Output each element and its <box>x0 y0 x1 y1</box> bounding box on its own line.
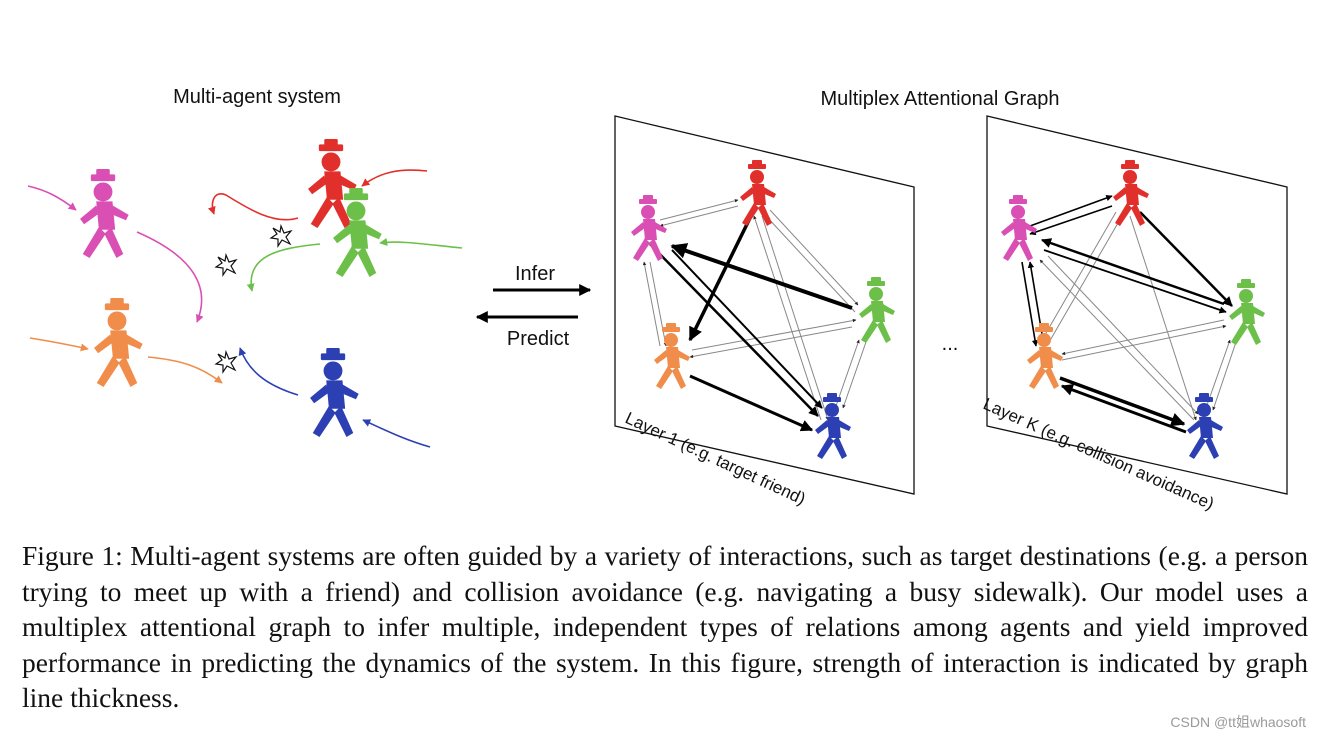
figure-caption: Figure 1: Multi-agent systems are often … <box>22 540 1308 713</box>
trajectory-red-in <box>361 169 428 187</box>
collision-burst-icon <box>270 225 292 247</box>
trajectory-magenta-out <box>136 231 204 323</box>
infer-label: Infer <box>515 263 555 285</box>
collision-burst-icon <box>215 254 237 276</box>
trajectory-blue-out <box>238 347 299 396</box>
trajectory-magenta-in <box>27 185 77 211</box>
trajectory-green-in <box>379 237 463 249</box>
agent-magenta-icon <box>80 168 129 259</box>
left-panel-title: Multi-agent system <box>173 86 341 108</box>
collision-burst-icon <box>215 351 237 373</box>
figure-diagram: Multi-agent system Infer Predict Multipl… <box>27 86 1288 514</box>
trajectory-orange-in <box>29 337 89 352</box>
trajectory-blue-in <box>362 419 431 448</box>
agent-orange-icon <box>94 297 143 388</box>
layer-ellipsis: ... <box>942 333 959 355</box>
layer-1-panel: Layer 1 (e.g. target friend) <box>614 115 915 509</box>
right-panel-title: Multiplex Attentional Graph <box>820 88 1059 110</box>
trajectory-orange-out <box>147 356 223 384</box>
trajectory-red-out <box>207 193 299 221</box>
agent-blue-icon <box>310 347 359 438</box>
predict-label: Predict <box>507 328 570 350</box>
layer-k-panel: Layer K (e.g. collision avoidance) <box>980 115 1288 514</box>
trajectory-green-out <box>246 243 321 292</box>
watermark: CSDN @tt姐whaosoft <box>1170 714 1306 730</box>
